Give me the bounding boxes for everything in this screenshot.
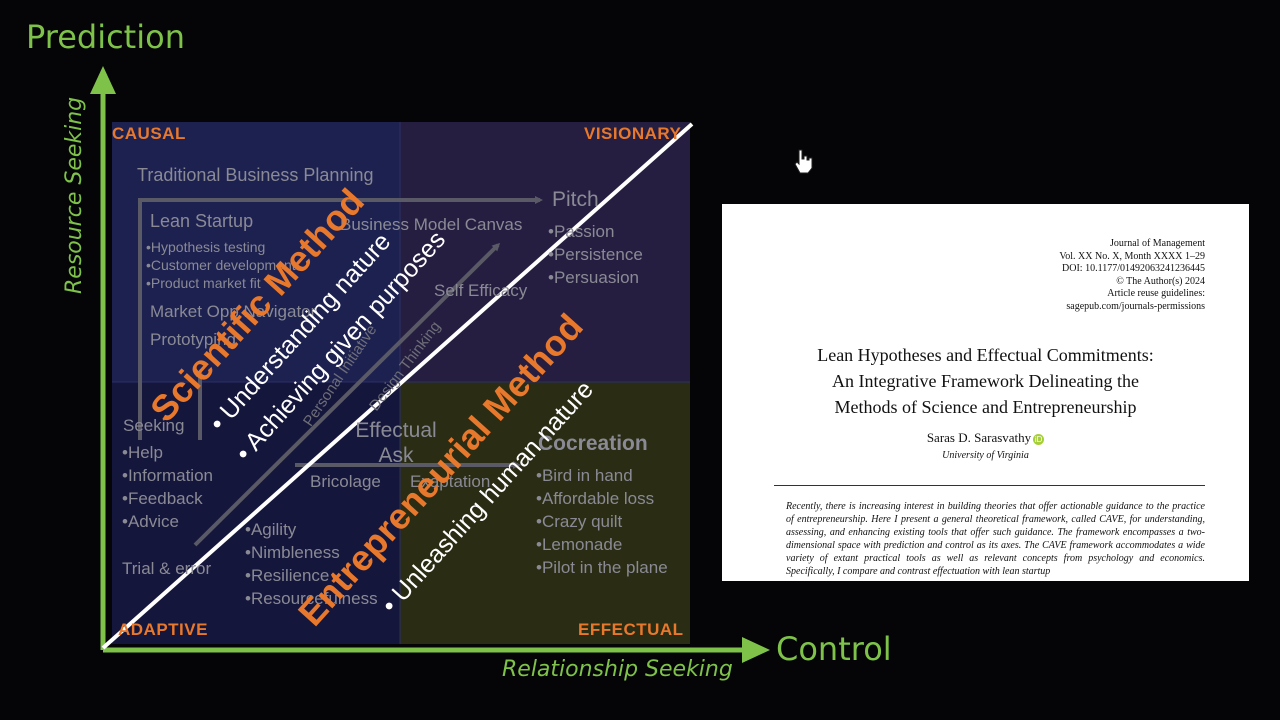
x-axis-subtitle: Relationship Seeking <box>502 657 733 682</box>
meta-line: © The Author(s) 2024 <box>1116 275 1205 287</box>
axes <box>90 66 770 663</box>
exaptation: Exaptation <box>410 472 491 491</box>
prototyping: Prototyping <box>150 330 236 349</box>
trial-and-error: Trial & error <box>122 559 212 578</box>
list-item: Passion <box>548 220 643 243</box>
paper-affiliation: University of Virginia <box>942 450 1029 461</box>
list-item: Affordable loss <box>536 487 668 510</box>
meta-line: DOI: 10.1177/01492063241236445 <box>1062 263 1205 274</box>
paper-abstract: Recently, there is increasing interest i… <box>786 501 1205 577</box>
effectual-principles-list: Bird in hand Affordable loss Crazy quilt… <box>536 464 668 579</box>
author-name: Saras D. Sarasvathy <box>926 430 1032 445</box>
quadrant-label-causal: CAUSAL <box>112 124 186 143</box>
list-item: Hypothesis testing <box>146 238 296 256</box>
quadrant-label-effectual: EFFECTUAL <box>578 620 684 639</box>
flow-arrows <box>138 196 543 547</box>
paper-divider <box>774 485 1205 486</box>
list-item: Customer development <box>146 256 296 274</box>
meta-line: Article reuse guidelines: <box>1107 288 1205 299</box>
quadrant-label-adaptive: ADAPTIVE <box>118 620 208 639</box>
y-axis-title: Prediction <box>26 18 185 56</box>
lean-startup-heading: Lean Startup <box>150 211 254 231</box>
quadrant-label-visionary: VISIONARY <box>584 124 682 143</box>
list-item: Bird in hand <box>536 464 668 487</box>
x-axis-title: Control <box>776 630 892 668</box>
paper-title: Lean Hypotheses and Effectual Commitment… <box>722 342 1249 420</box>
list-item: Pilot in the plane <box>536 556 668 579</box>
self-efficacy: Self Efficacy <box>434 281 528 300</box>
meta-line: sagepub.com/journals-permissions <box>1066 300 1205 312</box>
agility-list: Agility Nimbleness Resilience Resourcefu… <box>245 518 378 610</box>
bricolage: Bricolage <box>310 472 381 491</box>
traditional-business-planning: Traditional Business Planning <box>137 165 374 185</box>
seeking-list: Help Information Feedback Advice <box>122 441 213 533</box>
list-item: Advice <box>122 510 213 533</box>
list-item: Nimbleness <box>245 541 378 564</box>
list-item: Help <box>122 441 213 464</box>
meta-line: Vol. XX No. X, Month XXXX 1–29 <box>1059 250 1205 262</box>
pitch-list: Passion Persistence Persuasion <box>548 220 643 289</box>
list-item: Agility <box>245 518 378 541</box>
list-item: Resilience <box>245 564 378 587</box>
y-axis-subtitle: Resource Seeking <box>62 96 87 294</box>
title-line: Lean Hypotheses and Effectual Commitment… <box>817 345 1154 365</box>
list-item: Product market fit <box>146 274 296 292</box>
paper-meta: Journal of Management Vol. XX No. X, Mon… <box>1059 238 1205 313</box>
orcid-icon: iD <box>1033 433 1045 445</box>
seeking-heading: Seeking <box>123 416 185 435</box>
cursor-hand-icon <box>794 149 813 174</box>
cocreation-heading: Cocreation <box>538 432 648 455</box>
diagonal-line <box>101 122 694 650</box>
list-item: Lemonade <box>536 533 668 556</box>
list-item: Feedback <box>122 487 213 510</box>
title-line: Methods of Science and Entrepreneurship <box>834 397 1137 417</box>
market-opp-navigator: Market Opp Navigator <box>150 302 317 321</box>
list-item: Information <box>122 464 213 487</box>
business-model-canvas: Business Model Canvas <box>340 215 523 234</box>
list-item: Persistence <box>548 243 643 266</box>
pitch-heading: Pitch <box>552 188 599 211</box>
paper-preview: Journal of Management Vol. XX No. X, Mon… <box>722 204 1249 581</box>
meta-line: Journal of Management <box>1110 238 1205 249</box>
effectual-ask: Effectual Ask <box>355 419 437 467</box>
list-item: Persuasion <box>548 266 643 289</box>
list-item: Crazy quilt <box>536 510 668 533</box>
lean-startup-list: Hypothesis testing Customer development … <box>146 238 296 292</box>
list-item: Resourcefulness <box>245 587 378 610</box>
title-line: An Integrative Framework Delineating the <box>832 371 1139 391</box>
